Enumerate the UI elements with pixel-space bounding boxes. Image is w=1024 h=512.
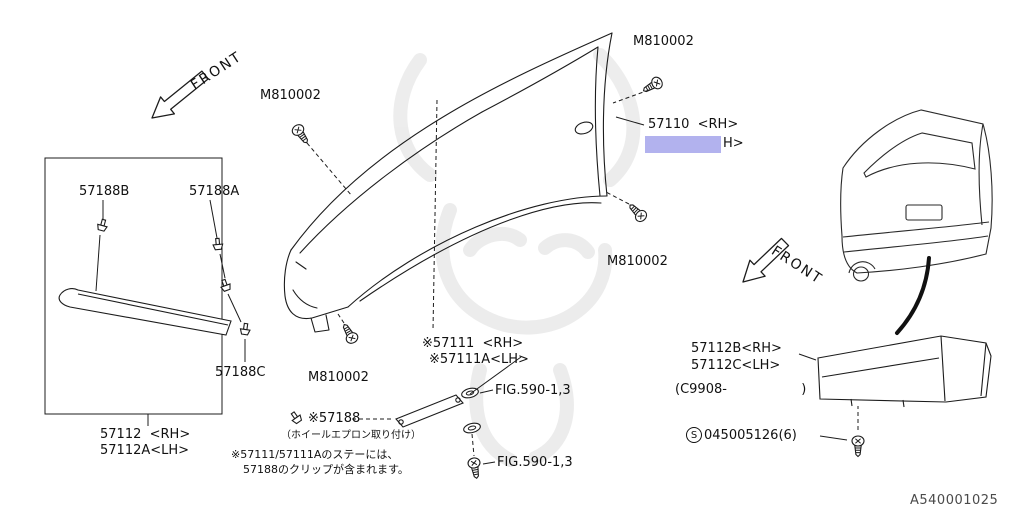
note-stay-2: 57188のクリップが含まれます。 xyxy=(243,463,409,476)
bolt-icon xyxy=(466,456,484,480)
label-bolt-mid-right: M810002 xyxy=(607,254,668,269)
leader-lines-dashed xyxy=(306,89,859,457)
clip-icon xyxy=(288,409,304,426)
bolt-icon xyxy=(289,121,313,147)
clip-box-drawing xyxy=(44,157,246,426)
front-fender-drawing xyxy=(283,32,613,333)
screw-callout: S 045005126(6) xyxy=(686,427,797,443)
label-clip-b: 57188B xyxy=(79,184,130,199)
front-arrow-left-icon xyxy=(151,70,209,119)
label-applicability: (C9908- ) xyxy=(675,382,807,397)
rear-car-drawing xyxy=(840,109,993,282)
stay-drawing xyxy=(395,394,464,428)
label-protector-rear-lh: 57112C<LH> xyxy=(691,358,781,373)
front-protector-strip xyxy=(58,288,232,336)
label-protector-front-rh: 57112 <RH> xyxy=(100,427,191,442)
bolt-icon xyxy=(338,321,361,346)
label-clip-a: 57188A xyxy=(189,184,240,199)
label-bolt-top-left: M810002 xyxy=(260,88,321,103)
bolt-icon xyxy=(640,74,665,97)
label-stay-lh: ※57111A<LH> xyxy=(429,352,529,367)
leader-lines-solid xyxy=(469,116,848,465)
clip-icon xyxy=(95,217,110,233)
label-bolt-top-right: M810002 xyxy=(633,34,694,49)
note-clip-mount: （ホイールエプロン取り付け） xyxy=(281,430,421,441)
front-arrow-right-icon xyxy=(742,237,790,283)
label-clip-c: 57188C xyxy=(215,365,266,380)
label-bolt-bottom: M810002 xyxy=(308,370,369,385)
pointer-swoosh xyxy=(895,256,931,335)
selected-part-highlight[interactable] xyxy=(645,136,721,153)
drawing-code: A540001025 xyxy=(910,493,999,508)
clip-icon xyxy=(218,277,233,293)
label-protector-front-lh: 57112A<LH> xyxy=(100,443,190,458)
label-fig-ref-2: FIG.590-1,3 xyxy=(497,455,573,470)
label-protector-rear-rh: 57112B<RH> xyxy=(691,341,782,356)
circle-s-icon: S xyxy=(686,427,702,443)
label-clip-ref: ※57188 xyxy=(308,411,361,426)
clip-icon xyxy=(239,322,252,336)
label-fender-rh: 57110 <RH> xyxy=(648,117,739,132)
watermark-art xyxy=(393,48,641,467)
label-stay-rh: ※57111 <RH> xyxy=(422,336,524,351)
note-stay-1: ※57111/57111Aのステーには、 xyxy=(231,448,399,461)
label-fig-ref-1: FIG.590-1,3 xyxy=(495,383,571,398)
label-screw-number: 045005126(6) xyxy=(704,427,797,443)
bolt-icon xyxy=(851,435,865,458)
rear-protector-drawing xyxy=(817,335,992,408)
label-fender-lh-suffix: H> xyxy=(723,136,744,151)
bolt-icon xyxy=(625,200,650,225)
